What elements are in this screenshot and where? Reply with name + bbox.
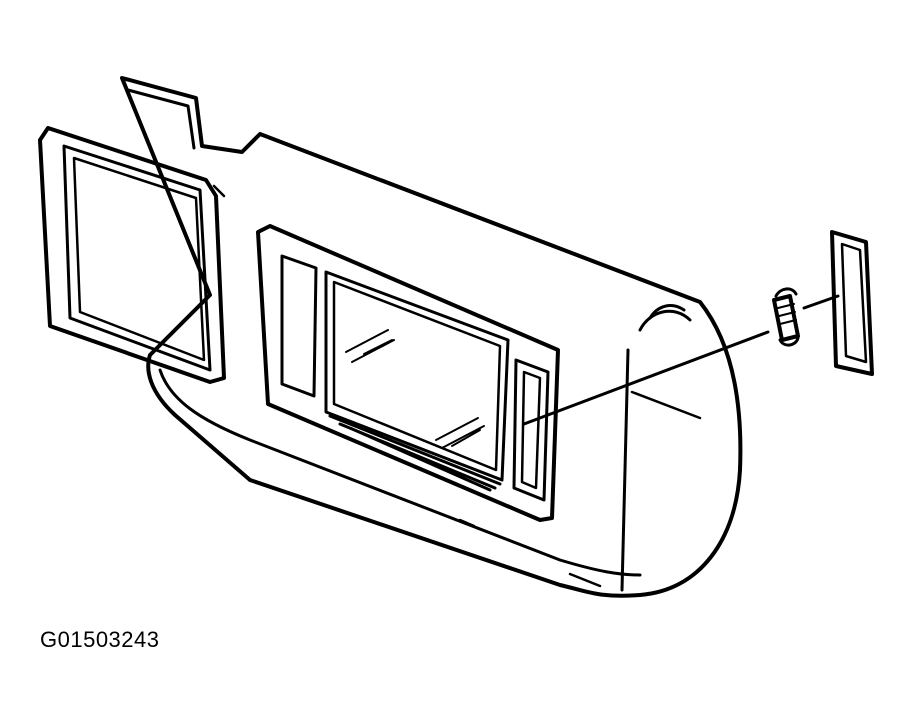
figure-reference-code: G01503243 — [40, 627, 160, 652]
lamp-lens — [512, 358, 550, 502]
mirror-cover-panel — [38, 126, 226, 384]
vanity-mirror — [256, 224, 560, 522]
sunshade-visor-body — [120, 76, 743, 598]
bulb — [772, 287, 800, 347]
bulb-cover — [830, 230, 874, 376]
